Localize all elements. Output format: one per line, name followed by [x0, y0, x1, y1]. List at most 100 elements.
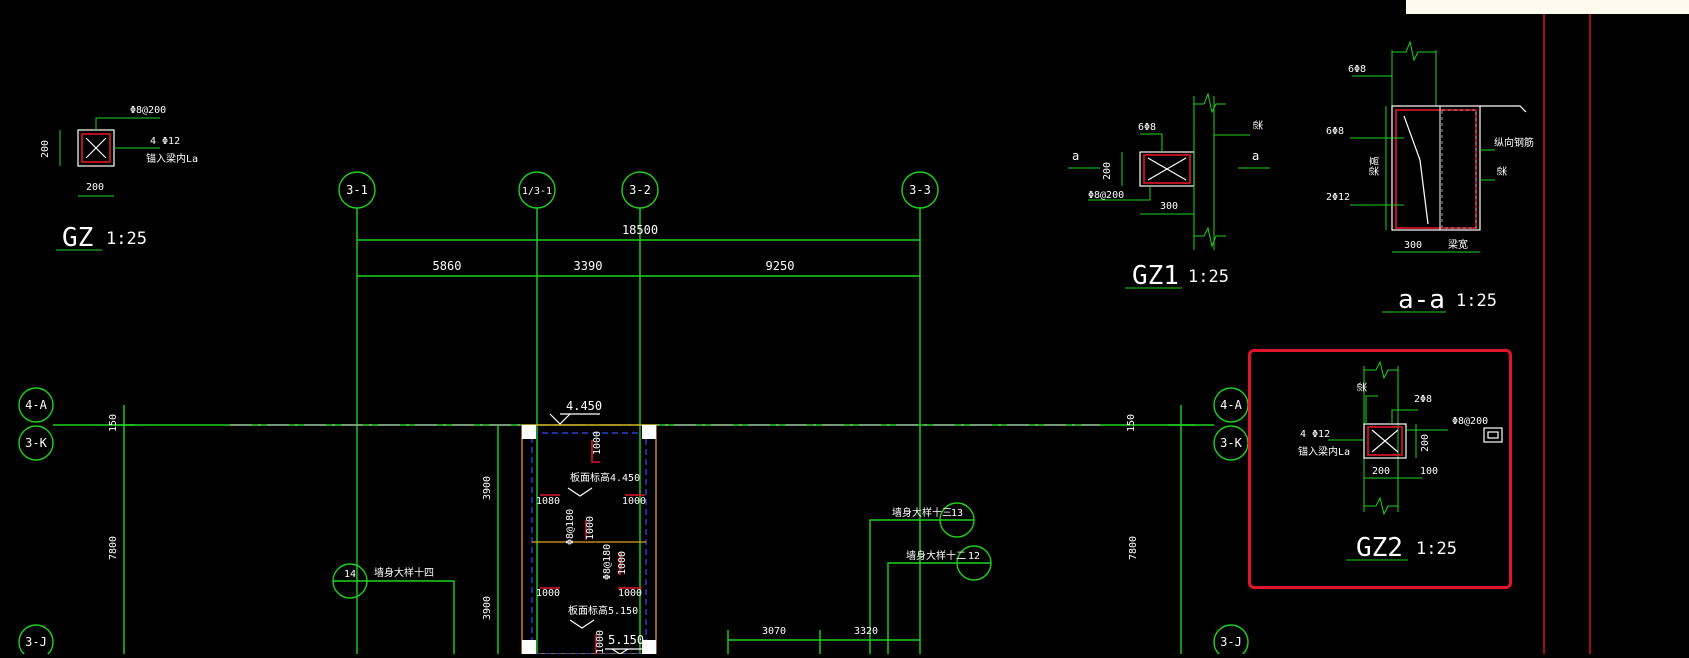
svg-text:墙身大样十三: 墙身大样十三 [892, 506, 952, 519]
axis-bubble-1-3-1[interactable]: 1/3-1 [518, 171, 556, 209]
left-dimension[interactable]: 150 7800 [108, 405, 135, 654]
svg-text:1:25: 1:25 [1188, 267, 1229, 287]
svg-text:3-K: 3-K [1220, 436, 1242, 450]
svg-text:2Φ8: 2Φ8 [1414, 394, 1432, 405]
gz2-selection-highlight[interactable] [1248, 349, 1512, 589]
axis-bubble-3-2[interactable]: 3-2 [621, 171, 659, 209]
elevation-marker-5-150[interactable]: 5.150 [605, 633, 645, 655]
stair-label-bottom: 板面标高5.150 [568, 604, 638, 617]
axis-label: 3-3 [909, 183, 931, 197]
overlay-panel [1406, 0, 1689, 14]
svg-text:1000: 1000 [618, 588, 642, 599]
svg-text:9250: 9250 [766, 259, 795, 273]
stair-arrow-bottom [569, 619, 595, 629]
axis-label: 3-2 [629, 183, 651, 197]
svg-text:5860: 5860 [433, 259, 462, 273]
axis-bubble-left-3-J[interactable]: 3-J [18, 624, 54, 658]
svg-text:7800: 7800 [108, 536, 119, 560]
axis-bubble-right-4-A[interactable]: 4-A [1213, 387, 1249, 423]
gz1-title: GZ1 [1132, 261, 1179, 291]
svg-text:Φ8@200: Φ8@200 [1452, 416, 1488, 427]
svg-text:3-K: 3-K [25, 436, 47, 450]
svg-text:14: 14 [344, 569, 356, 580]
svg-text:300: 300 [1404, 240, 1422, 251]
svg-text:200: 200 [1372, 466, 1390, 477]
svg-text:5.150: 5.150 [608, 633, 644, 647]
dimension-total[interactable]: 18500 [357, 223, 920, 241]
svg-text:3390: 3390 [574, 259, 603, 273]
svg-text:3-J: 3-J [25, 635, 47, 649]
section-a-a-title: a-a [1398, 285, 1445, 315]
svg-text:3900: 3900 [482, 596, 493, 620]
svg-text:a: a [1252, 149, 1259, 163]
callout-wall-detail-13[interactable]: 13 墙身大样十三 [869, 502, 975, 654]
svg-text:18500: 18500 [622, 223, 658, 237]
svg-text:200: 200 [86, 182, 104, 193]
svg-text:a: a [1072, 149, 1079, 163]
callout-wall-detail-12[interactable]: 12 墙身大样十二 [887, 545, 992, 654]
svg-text:200: 200 [40, 140, 51, 158]
svg-text:1:25: 1:25 [1456, 291, 1497, 311]
svg-text:7800: 7800 [1128, 536, 1139, 560]
svg-text:梁: 梁 [1496, 166, 1509, 176]
svg-text:墙身大样十四: 墙身大样十四 [374, 566, 434, 579]
svg-text:梁: 梁 [1252, 120, 1265, 130]
svg-text:1000: 1000 [592, 431, 603, 455]
svg-text:1000: 1000 [536, 588, 560, 599]
svg-text:Φ8@180: Φ8@180 [602, 544, 613, 580]
svg-text:1:25: 1:25 [106, 229, 147, 249]
gz-detail[interactable]: Φ8@200 4 Φ12 锚入梁内La 200 200 GZ 1:25 [40, 105, 198, 253]
svg-text:300: 300 [1160, 201, 1178, 212]
bottom-dimension[interactable]: 3070 3320 [727, 626, 920, 654]
dimension-segments[interactable]: 5860 3390 9250 [357, 259, 920, 277]
gz2-detail[interactable]: 梁 2Φ8 4 Φ12 锚入梁内La Φ8@200 200 200 100 GZ… [1298, 360, 1503, 563]
svg-text:200: 200 [1102, 162, 1113, 180]
svg-text:墙身大样十二: 墙身大样十二 [906, 549, 966, 562]
svg-text:1000: 1000 [585, 516, 596, 540]
svg-text:Φ8@200: Φ8@200 [130, 105, 166, 116]
svg-text:6Φ8: 6Φ8 [1326, 126, 1344, 137]
gz2-title: GZ2 [1356, 533, 1403, 563]
svg-text:4-A: 4-A [1220, 398, 1242, 412]
svg-text:2Φ12: 2Φ12 [1326, 192, 1350, 203]
axis-bubble-right-3-K[interactable]: 3-K [1213, 425, 1249, 461]
section-a-a-detail[interactable]: 6Φ8 6Φ8 2Φ12 梁高 纵向钢筋 梁 300 梁宽 a-a 1:25 [1326, 40, 1534, 315]
svg-text:锚入梁内La: 锚入梁内La [1298, 445, 1350, 458]
svg-text:梁宽: 梁宽 [1448, 238, 1468, 251]
axis-label: 3-1 [346, 183, 368, 197]
callout-wall-detail-14[interactable]: 14 墙身大样十四 [332, 563, 455, 654]
svg-text:梁: 梁 [1356, 382, 1369, 392]
svg-text:4 Φ12: 4 Φ12 [1300, 429, 1330, 440]
svg-text:3-J: 3-J [1220, 635, 1242, 649]
svg-text:4 Φ12: 4 Φ12 [150, 136, 180, 147]
svg-text:1:25: 1:25 [1416, 539, 1457, 559]
svg-text:100: 100 [1420, 466, 1438, 477]
stair-arrow-top [567, 487, 593, 497]
axis-bubble-left-3-K[interactable]: 3-K [18, 425, 54, 461]
right-dimension[interactable]: 150 7800 [1126, 405, 1195, 654]
svg-text:6Φ8: 6Φ8 [1138, 122, 1156, 133]
svg-text:3900: 3900 [482, 476, 493, 500]
svg-text:4-A: 4-A [25, 398, 47, 412]
axis-bubble-right-3-J[interactable]: 3-J [1213, 624, 1249, 658]
svg-text:13: 13 [951, 508, 963, 519]
gz-title: GZ [62, 223, 93, 253]
svg-text:纵向钢筋: 纵向钢筋 [1494, 136, 1534, 149]
svg-text:锚入梁内La: 锚入梁内La [146, 152, 198, 165]
svg-text:1080: 1080 [536, 496, 560, 507]
svg-text:Φ8@200: Φ8@200 [1088, 190, 1124, 201]
axis-bubble-3-1[interactable]: 3-1 [338, 171, 376, 209]
axis-bubble-left-4-A[interactable]: 4-A [18, 387, 54, 423]
svg-text:150: 150 [108, 414, 119, 432]
axis-bubble-3-3[interactable]: 3-3 [901, 171, 939, 209]
svg-text:3070: 3070 [762, 626, 786, 637]
elevation-marker-4-450[interactable]: 4.450 [549, 399, 602, 425]
svg-text:1000: 1000 [622, 496, 646, 507]
stair-label-top: 板面标高4.450 [570, 471, 640, 484]
svg-text:12: 12 [968, 551, 980, 562]
stair-rebar-marks [540, 440, 645, 654]
svg-text:6Φ8: 6Φ8 [1348, 64, 1366, 75]
gz1-detail[interactable]: 梁 a a 6Φ8 Φ8@200 200 300 GZ1 1:25 [1068, 92, 1270, 291]
